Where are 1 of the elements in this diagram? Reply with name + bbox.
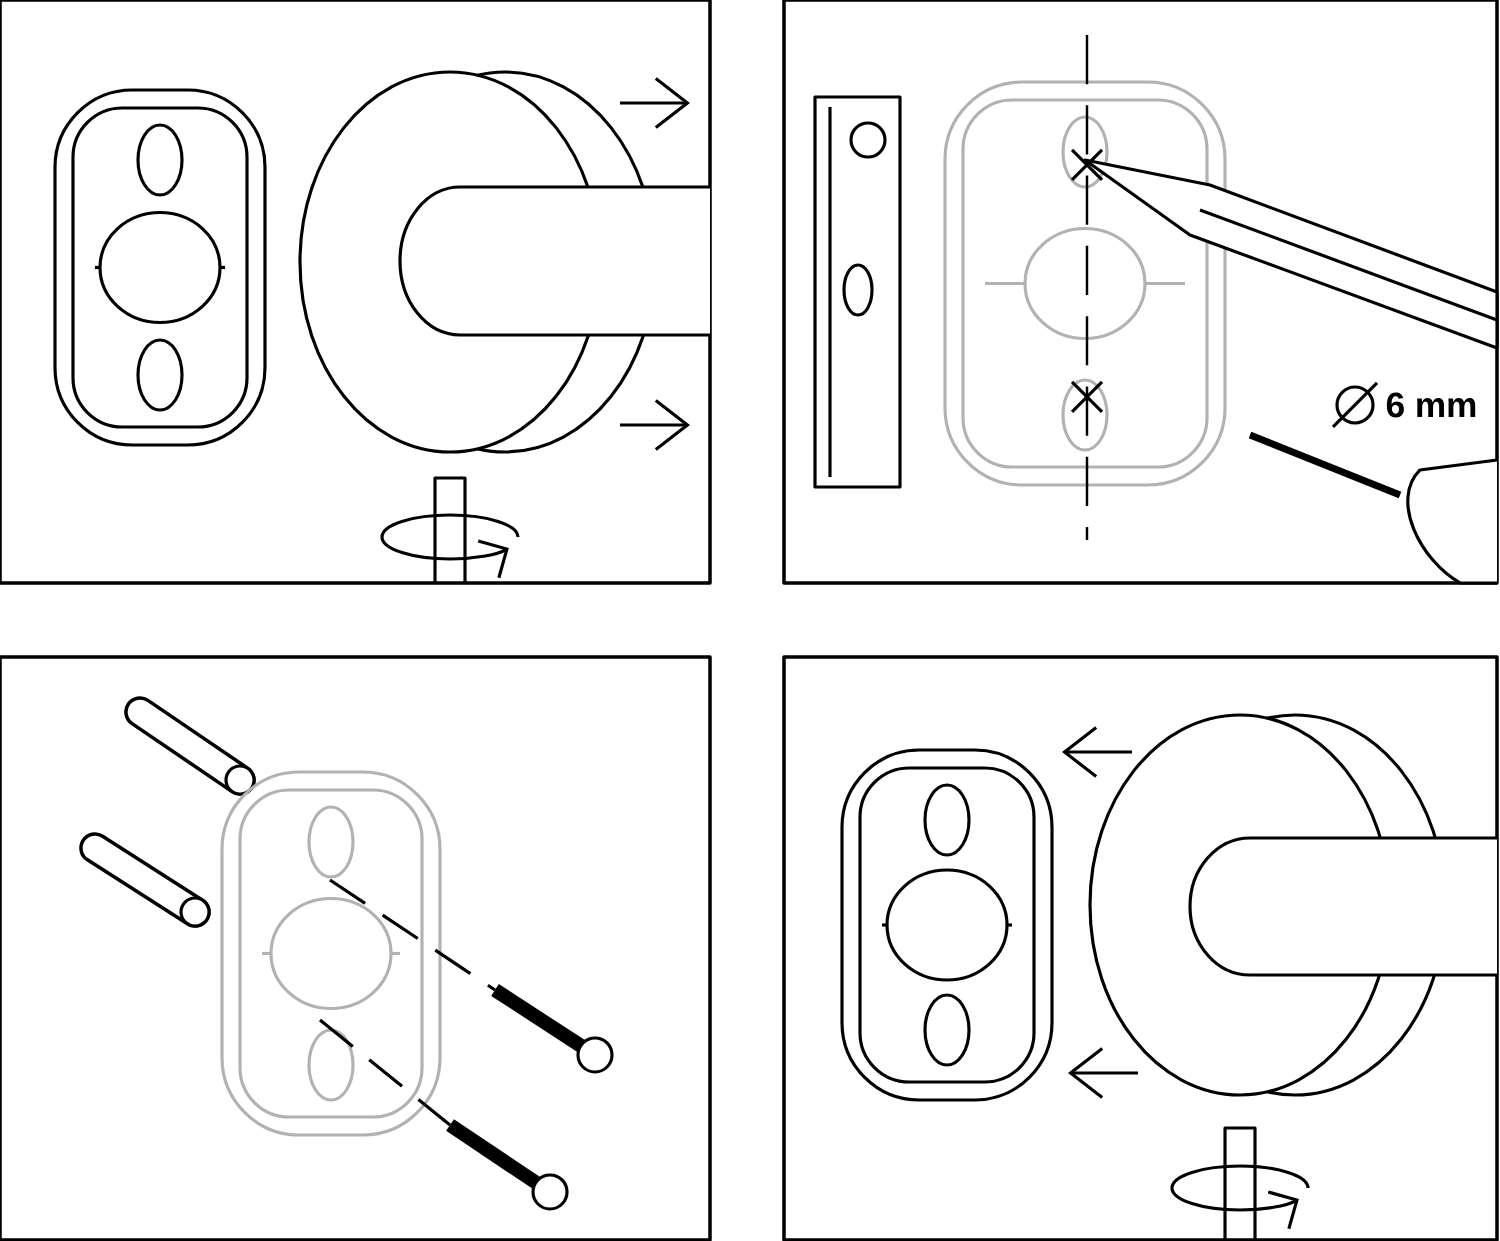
dimension-label: 6 mm bbox=[1386, 392, 1476, 418]
